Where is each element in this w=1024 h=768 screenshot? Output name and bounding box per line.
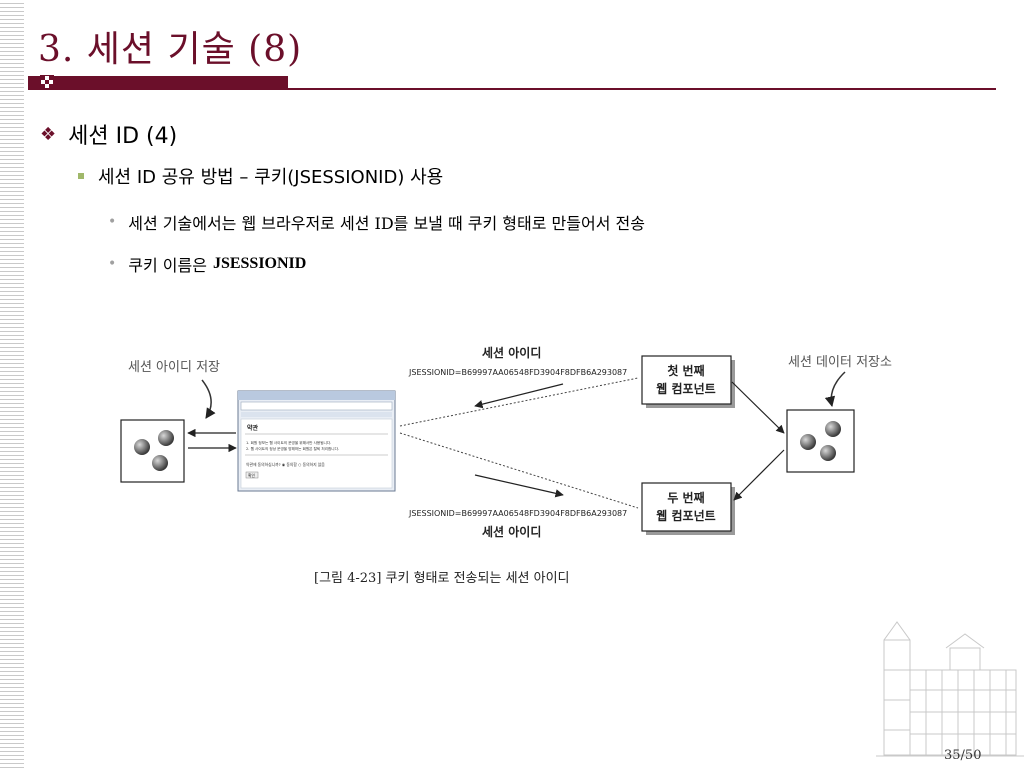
session-label-bottom: 세션 아이디 xyxy=(482,524,541,539)
page-number: 35/50 xyxy=(944,748,982,763)
university-building-watermark xyxy=(876,621,1024,757)
bullet-level3-b: • 쿠키 이름은 JSESSIONID xyxy=(108,252,306,276)
bullet-level3-a: • 세션 기술에서는 웹 브라우저로 세션 ID를 보낼 때 쿠키 형태로 만들… xyxy=(108,210,645,234)
label-left-handwritten: 세션 아이디 저장 xyxy=(128,360,220,375)
jsessionid-top: JSESSIONID=B69997AA06548FD3904F8DFB6A293… xyxy=(408,368,627,377)
client-storage-box xyxy=(120,419,185,483)
browser-confirm-button: 확인 xyxy=(248,473,255,478)
bullet-level3-a-text: 세션 기술에서는 웹 브라우저로 세션 ID를 보낼 때 쿠키 형태로 만들어서… xyxy=(128,214,645,233)
bullet-level2-text: 세션 ID 공유 방법 – 쿠키(JSESSIONID) 사용 xyxy=(98,167,444,188)
session-cookie-diagram: 세션 아이디 저장 약관 1. 회원 정보는 웹 사이트의 운영을 위해서만 사… xyxy=(120,345,892,539)
jsessionid-keyword: JSESSIONID xyxy=(212,255,307,272)
dot-bullet-icon: • xyxy=(108,214,117,230)
dot-bullet-icon: • xyxy=(108,256,117,272)
label-left-arrow xyxy=(201,379,216,419)
second-component-line2: 웹 컴포넌트 xyxy=(656,508,715,523)
title-accent-bar xyxy=(28,76,288,88)
second-web-component-box: 두 번째 웹 컴포넌트 xyxy=(641,482,735,535)
browser-window: 약관 1. 회원 정보는 웹 사이트의 운영을 위해서만 사용됩니다. 2. 웹… xyxy=(237,390,396,492)
dotted-line-bottom xyxy=(399,432,639,509)
slide-title: 3. 세션 기술 (8) xyxy=(38,29,303,70)
diamond-bullet-icon: ❖ xyxy=(40,123,57,145)
session-data-store-box xyxy=(786,409,855,473)
bullet-level2: 세션 ID 공유 방법 – 쿠키(JSESSIONID) 사용 xyxy=(78,163,443,189)
label-right-arrow xyxy=(824,371,846,408)
browser-content-line2: 2. 웹 사이트의 정상 운영을 방해하는 회원은 탈퇴 처리합니다. xyxy=(246,446,339,451)
bullet-level1-text: 세션 ID (4) xyxy=(68,124,178,149)
title-underline xyxy=(28,88,996,90)
arrow-top-to-browser xyxy=(474,383,564,409)
first-component-line2: 웹 컴포넌트 xyxy=(656,381,715,396)
arrow-browser-to-bottom xyxy=(474,474,564,498)
session-label-top: 세션 아이디 xyxy=(482,345,541,360)
bullet-level3-b-text: 쿠키 이름은 xyxy=(128,256,207,275)
first-web-component-box: 첫 번째 웹 컴포넌트 xyxy=(641,355,735,408)
first-component-line1: 첫 번째 xyxy=(667,363,704,378)
arrow-store-to-second xyxy=(733,449,785,501)
jsessionid-bottom: JSESSIONID=B69997AA06548FD3904F8DFB6A293… xyxy=(408,509,627,518)
figure-caption: [그림 4-23] 쿠키 형태로 전송되는 세션 아이디 xyxy=(314,571,570,586)
browser-content-line1: 1. 회원 정보는 웹 사이트의 운영을 위해서만 사용됩니다. xyxy=(246,440,331,445)
browser-content-question: 약관에 동의하십니까? ◉ 동의함 ○ 동의하지 않음 xyxy=(246,462,325,467)
arrow-first-to-store xyxy=(731,381,785,434)
square-bullet-icon xyxy=(78,173,84,179)
second-component-line1: 두 번째 xyxy=(667,490,704,505)
browser-content-title: 약관 xyxy=(247,424,259,432)
accent-diamond-icon xyxy=(40,75,54,89)
label-right-handwritten: 세션 데이터 저장소 xyxy=(788,355,892,370)
bullet-level1: ❖ 세션 ID (4) xyxy=(40,118,177,150)
dotted-line-top xyxy=(399,377,639,427)
left-stripe-decoration xyxy=(0,0,24,768)
